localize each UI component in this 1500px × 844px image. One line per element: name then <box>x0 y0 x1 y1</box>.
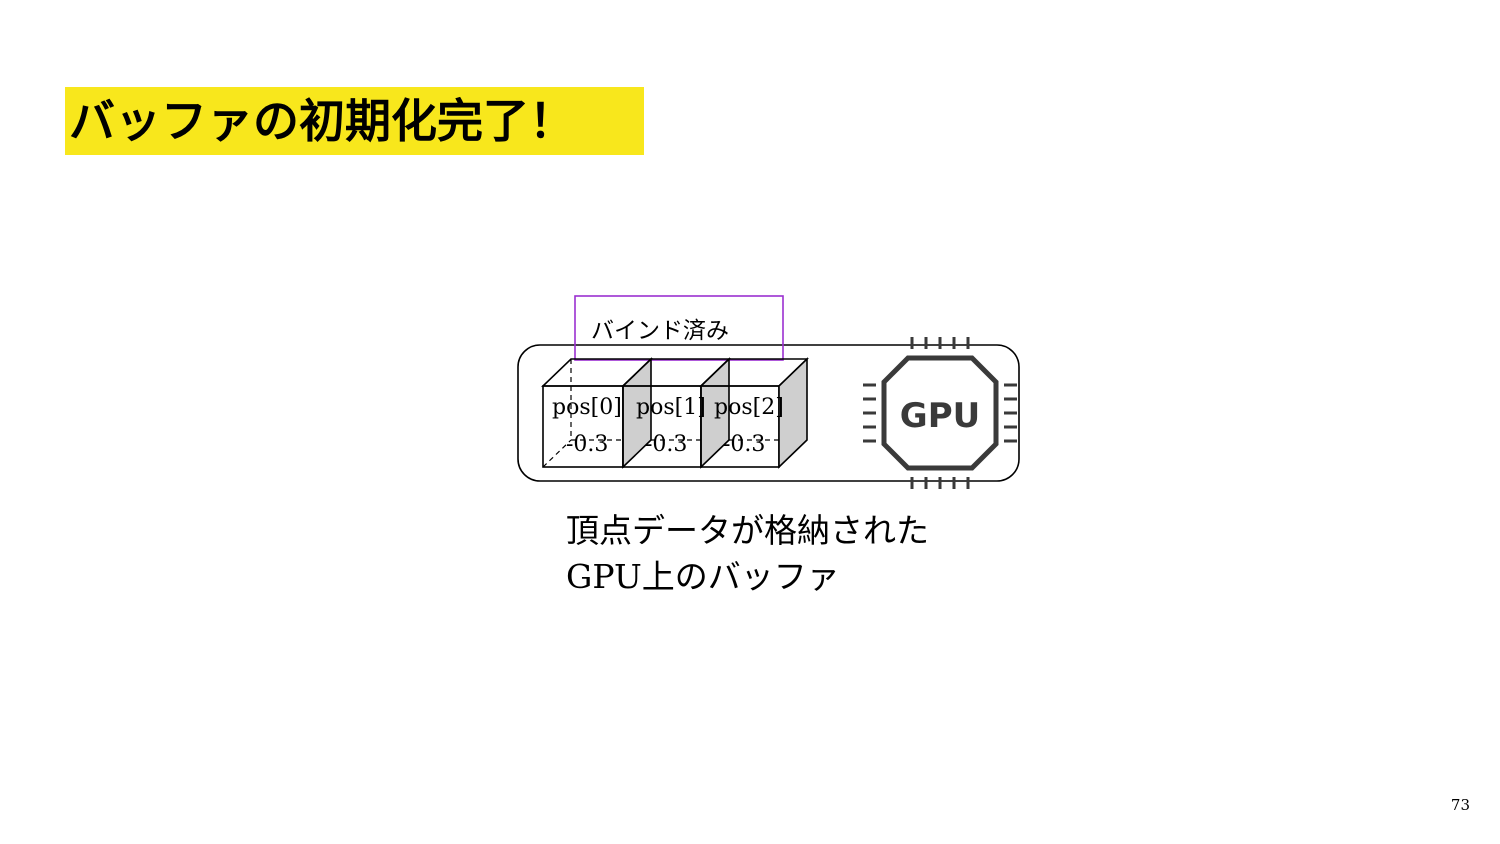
bind-highlight-box <box>574 295 784 361</box>
caption-line-2: GPU上のバッファ <box>566 557 840 596</box>
gpu-label: GPU <box>900 396 980 436</box>
cell-2-name: pos[2] <box>714 395 784 420</box>
cell-1-name: pos[1] <box>636 395 706 420</box>
slide-title: バッファの初期化完了！ <box>65 87 644 155</box>
gpu-chip-icon: GPU <box>863 337 1017 489</box>
caption-line-1: 頂点データが格納された <box>566 511 929 550</box>
cell-1-value: -0.3 <box>645 432 687 457</box>
buffer-cell-2 <box>699 357 809 469</box>
cell-0-value: -0.3 <box>566 432 608 457</box>
diagram-caption: 頂点データが格納された GPU上のバッファ <box>566 508 929 600</box>
gpu-buffer-container <box>517 344 1020 482</box>
cell-0-name: pos[0] <box>552 395 622 420</box>
cell-2-value: -0.3 <box>723 432 765 457</box>
page-number: 73 <box>1450 796 1470 814</box>
bind-label: バインド済み <box>591 318 729 344</box>
